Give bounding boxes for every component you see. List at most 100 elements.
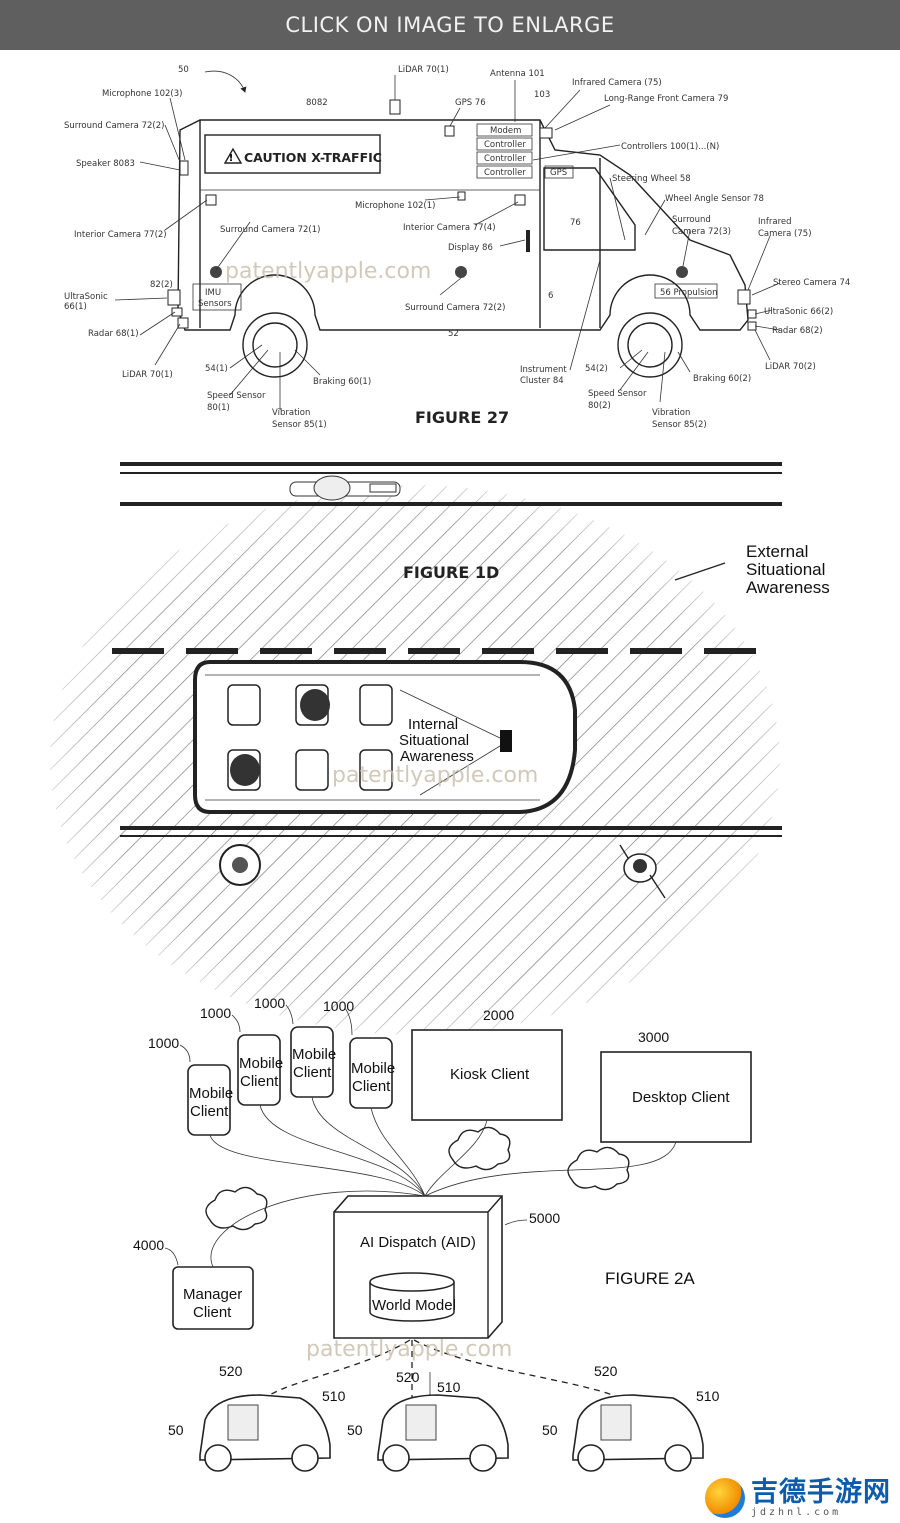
- enlarge-banner-text: CLICK ON IMAGE TO ENLARGE: [285, 13, 615, 37]
- front-wheel: [617, 312, 683, 378]
- label-ic774: Interior Camera 77(4): [403, 223, 496, 233]
- label-sc723b: Camera 72(3): [672, 227, 731, 237]
- ref-5000: 5000: [529, 1210, 560, 1226]
- label-antenna: Antenna 101: [490, 69, 545, 79]
- label-vib851b: Sensor 85(1): [272, 420, 327, 430]
- mobile-client-4-line1: Mobile: [351, 1060, 395, 1077]
- vehicle-icon: [199, 1394, 331, 1472]
- world-model-db: [369, 1282, 455, 1322]
- label-gps76: GPS 76: [455, 98, 486, 108]
- ref-50-c: 50: [542, 1422, 558, 1438]
- label-us1b: 66(1): [64, 302, 87, 312]
- label-instr1: Instrument: [520, 365, 567, 375]
- watermark-2: patentlyapple.com: [332, 763, 538, 788]
- figure-27-title: FIGURE 27: [415, 408, 509, 427]
- internal-label-1: Internal: [408, 716, 458, 733]
- label-8082: 8082: [306, 98, 328, 108]
- figure-1d: External Situational Awareness Internal …: [49, 462, 830, 1036]
- label-542: 54(2): [585, 364, 608, 374]
- mobile-client-4-line2: Client: [352, 1078, 391, 1095]
- kiosk-client-box: [411, 1029, 563, 1121]
- logo-domain: jdzhnl.com: [751, 1506, 842, 1518]
- ref-1000-b: 1000: [200, 1005, 231, 1021]
- label-speed802a: Speed Sensor: [588, 389, 647, 399]
- external-label-3: Awareness: [746, 578, 830, 597]
- external-label-1: External: [746, 542, 808, 561]
- label-lidar702: LiDAR 70(2): [765, 362, 816, 372]
- label-lrfront: Long-Range Front Camera 79: [604, 94, 728, 104]
- label-radar682: Radar 68(2): [772, 326, 823, 336]
- watermark-1: patentlyapple.com: [225, 259, 431, 284]
- label-541: 54(1): [205, 364, 228, 374]
- label-103: 103: [534, 90, 550, 100]
- label-ir75a: Infrared Camera (75): [572, 78, 662, 88]
- site-logo[interactable]: 吉德手游网 jdzhnl.com: [705, 1473, 900, 1523]
- ref-520-a: 520: [219, 1363, 243, 1379]
- label-vib851a: Vibration: [272, 408, 310, 418]
- ref-2000: 2000: [483, 1007, 514, 1023]
- logo-icon: [705, 1478, 745, 1518]
- external-label-2: Situational: [746, 560, 825, 579]
- label-ic772: Interior Camera 77(2): [74, 230, 167, 240]
- ref-520-b: 520: [396, 1369, 420, 1385]
- label-ir75b1: Infrared: [758, 217, 792, 227]
- svg-text:!: !: [229, 153, 234, 164]
- label-lidar701: LiDAR 70(1): [398, 65, 449, 75]
- rear-wheel: [242, 312, 308, 378]
- mobile-client-2-line2: Client: [240, 1073, 279, 1090]
- label-imu2: Sensors: [198, 299, 232, 309]
- enlarge-banner[interactable]: CLICK ON IMAGE TO ENLARGE: [0, 0, 900, 50]
- ref-50-b: 50: [347, 1422, 363, 1438]
- ref-1000-a: 1000: [148, 1035, 179, 1051]
- ref-1000-c: 1000: [254, 995, 285, 1011]
- passenger-icon: [300, 689, 330, 721]
- ref-510-c: 510: [696, 1388, 720, 1404]
- label-ir75b2: Camera (75): [758, 229, 812, 239]
- cloud-icon: [567, 1146, 630, 1191]
- figure-27: ! CAUTION X-TRAFFIC 50 Microphone 102(3)…: [64, 65, 850, 430]
- label-speed801a: Speed Sensor: [207, 391, 266, 401]
- ref-510-b: 510: [437, 1379, 461, 1395]
- internal-label-3: Awareness: [400, 748, 474, 765]
- pedestrian-icon: [619, 844, 666, 899]
- watermark-3: patentlyapple.com: [306, 1337, 512, 1362]
- mobile-client-3-line2: Client: [293, 1064, 332, 1081]
- label-6: 6: [548, 291, 553, 301]
- passenger-icon: [230, 754, 260, 786]
- patent-figures[interactable]: ! CAUTION X-TRAFFIC 50 Microphone 102(3)…: [0, 50, 900, 1523]
- ref-1000-d: 1000: [323, 998, 354, 1014]
- kiosk-client-label: Kiosk Client: [450, 1066, 530, 1083]
- label-mic1021: Microphone 102(1): [355, 201, 435, 211]
- label-wheelangle: Wheel Angle Sensor 78: [665, 194, 764, 204]
- label-propulsion: 56 Propulsion: [660, 288, 718, 298]
- label-display: Display 86: [448, 243, 493, 253]
- label-speed801b: 80(1): [207, 403, 230, 413]
- vehicle-icon: [377, 1394, 509, 1472]
- label-ctrl1: Controller: [484, 140, 526, 150]
- label-vib852a: Vibration: [652, 408, 690, 418]
- world-model-label: World Model: [372, 1297, 456, 1314]
- label-ctrl2: Controller: [484, 154, 526, 164]
- label-76: 76: [570, 218, 581, 228]
- label-braking602: Braking 60(2): [693, 374, 751, 384]
- label-steering: Steering Wheel 58: [612, 174, 691, 184]
- label-52: 52: [448, 329, 459, 339]
- manager-client-line2: Client: [193, 1304, 232, 1321]
- cloud-icon: [205, 1186, 268, 1231]
- ref-4000: 4000: [133, 1237, 164, 1253]
- label-modem: Modem: [490, 126, 521, 136]
- ai-dispatch-label: AI Dispatch (AID): [360, 1234, 476, 1251]
- manager-client-line1: Manager: [183, 1286, 242, 1303]
- label-sc722: Surround Camera 72(2): [64, 121, 164, 131]
- mobile-client-1-line1: Mobile: [189, 1085, 233, 1102]
- label-50: 50: [178, 65, 189, 75]
- label-radar681: Radar 68(1): [88, 329, 139, 339]
- label-822: 82(2): [150, 280, 173, 290]
- internal-label-2: Situational: [399, 732, 469, 749]
- cloud-icon: [448, 1126, 511, 1171]
- caution-sign: CAUTION X-TRAFFIC: [244, 150, 382, 165]
- label-controllers: Controllers 100(1)...(N): [621, 142, 719, 152]
- label-sc721: Surround Camera 72(1): [220, 225, 320, 235]
- vehicle-top-view: [193, 660, 577, 814]
- ref-510-a: 510: [322, 1388, 346, 1404]
